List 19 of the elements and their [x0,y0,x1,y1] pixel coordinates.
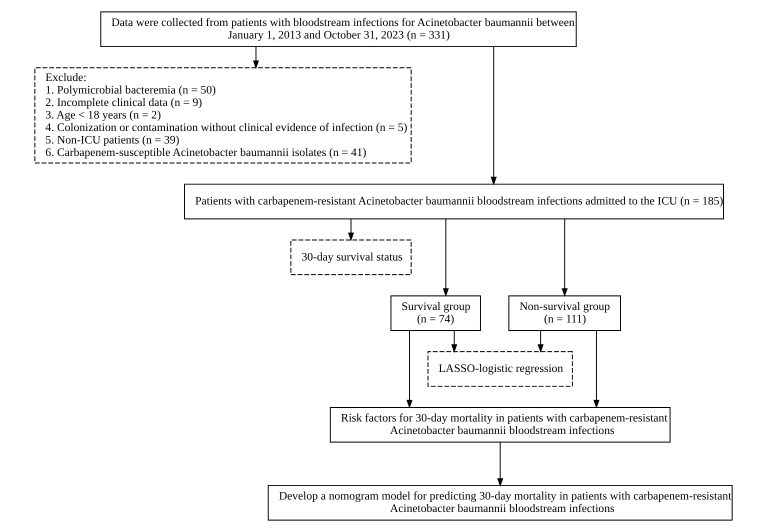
node-box: LASSO-logistic regression [428,351,573,387]
node-box: Patients with carbapenem-resistant Acinetobacter baumannii bloodstream infections admitted to the ICU (n = 185) [184,184,724,220]
arrow [497,442,504,487]
arrow [562,218,568,297]
arrow [490,46,497,186]
node-box: Non-survival group (n = 111) [508,295,621,331]
node-box: Survival group (n = 74) [390,295,481,331]
node-box: Data were collected from patients with bloodstream infections for Acinetobacter baumannii between January 1, 2013 and October 31, 2023 (n = 331) [100,11,577,48]
node-box: Risk factors for 30-day mortality in patients with carbapenem-resistant Acinetobacter baumannii bloodstream infections [330,407,671,443]
arrow [348,218,354,242]
node-box: Exclude: 1. Polymicrobial bacteremia (n = 50) 2. Incomplete clinical data (n = 9) 3. Age < 18 years (n = 2) 4. Colonization or contamination without clinical evidence of infection (n = 5) 5. Non-ICU patients (n = 39) 6. Carbapenem-susceptible Acinetobacter baumannii isolates (n = 41) [34,67,412,164]
node-box: Develop a nomogram model for predicting 30-day mortality in patients with carbapenem-resistant Acinetobacter baumannii bloodstream infections [268,484,733,521]
arrow [593,330,600,409]
node-box: 30-day survival status [290,240,412,276]
arrow [252,46,259,70]
arrow [538,330,544,353]
arrow [442,218,449,297]
arrow [406,330,413,409]
arrow [451,330,458,353]
